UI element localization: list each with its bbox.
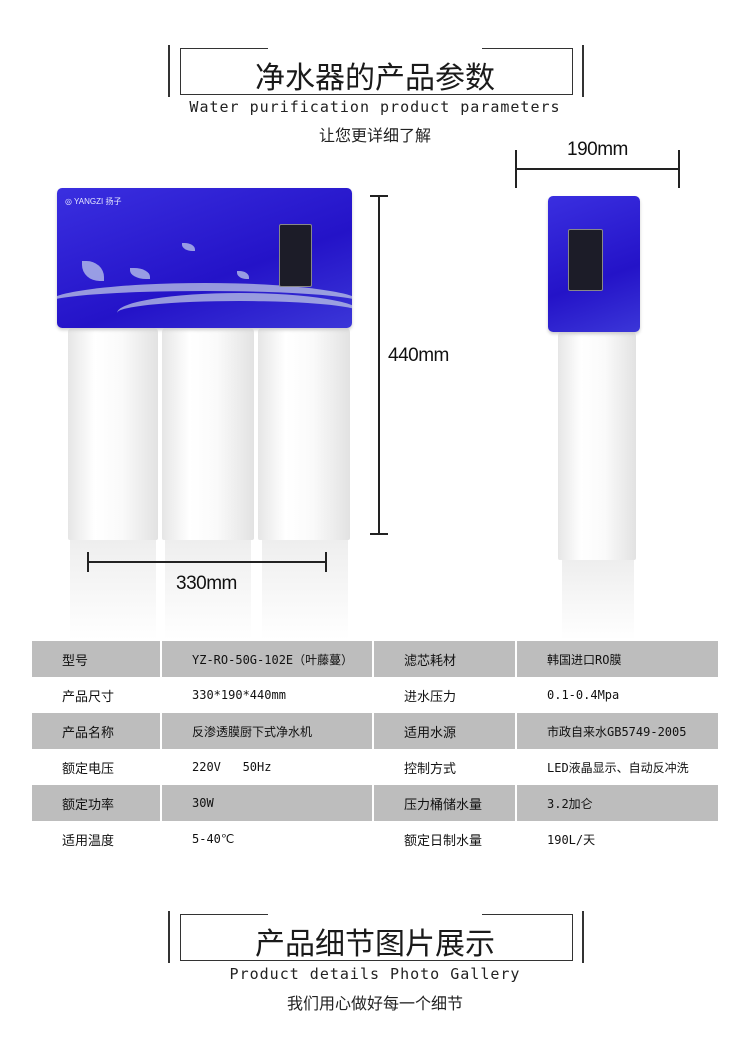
section-title: 产品细节图片展示 bbox=[255, 927, 495, 962]
section-subtitle-cn: 让您更详细了解 bbox=[318, 126, 431, 145]
spec-label: 产品尺寸 bbox=[62, 689, 115, 705]
brand-heading: WATER PURIFIER bbox=[0, 29, 750, 56]
spec-value: 3.2加仑 bbox=[517, 785, 718, 821]
table-row: 产品名称反渗透膜厨下式净水机适用水源市政自来水GB5749-2005 bbox=[32, 713, 718, 749]
filter-cartridge bbox=[162, 328, 254, 540]
table-row: 额定电压 220V 50Hz 控制方式 LED液晶显示、自动反冲洗 bbox=[32, 749, 718, 785]
filter-cartridge bbox=[558, 332, 636, 560]
spec-value: 0.1-0.4Mpa bbox=[547, 688, 620, 702]
title-bar-left bbox=[168, 45, 170, 97]
spec-label: 额定电压 bbox=[62, 761, 115, 777]
spec-label: 滤芯耗材 bbox=[374, 641, 515, 677]
spec-value: 韩国进口RO膜 bbox=[517, 641, 718, 677]
spec-value: 反渗透膜厨下式净水机 bbox=[162, 713, 372, 749]
spec-label: 适用水源 bbox=[374, 713, 515, 749]
spec-value: YZ-RO-50G-102E（叶藤蔓） bbox=[162, 641, 372, 677]
table-row: 产品尺寸 330*190*440mm 进水压力 0.1-0.4Mpa bbox=[32, 677, 718, 713]
brand-heading: WATER PURIFIER bbox=[0, 895, 750, 922]
filter-cartridge bbox=[68, 328, 158, 540]
title-bar-right bbox=[582, 45, 584, 97]
spec-value: 330*190*440mm bbox=[192, 688, 286, 702]
section-title: 净水器的产品参数 bbox=[255, 61, 495, 96]
depth-dimension-label: 190mm bbox=[567, 139, 628, 160]
lcd-display bbox=[568, 229, 603, 291]
spec-label: 压力桶储水量 bbox=[374, 785, 515, 821]
spec-value: 市政自来水GB5749-2005 bbox=[517, 713, 718, 749]
spec-value: 30W bbox=[162, 785, 372, 821]
spec-value: 5-40℃ bbox=[192, 832, 235, 846]
section-subtitle-cn: 我们用心做好每一个细节 bbox=[286, 994, 463, 1013]
spec-label: 额定功率 bbox=[32, 785, 160, 821]
spec-label: 额定日制水量 bbox=[404, 833, 483, 849]
spec-value: 220V 50Hz bbox=[192, 760, 272, 774]
width-dimension-line bbox=[87, 561, 327, 563]
spec-label: 控制方式 bbox=[404, 761, 457, 777]
spec-label: 型号 bbox=[32, 641, 160, 677]
height-dimension-label: 440mm bbox=[388, 345, 449, 366]
filter-cartridge bbox=[258, 328, 350, 540]
lcd-display bbox=[279, 224, 312, 287]
spec-label: 产品名称 bbox=[32, 713, 160, 749]
spec-value: LED液晶显示、自动反冲洗 bbox=[547, 760, 689, 775]
brand-logo: ◎ YANGZI 扬子 bbox=[65, 197, 122, 206]
table-row: 适用温度 5-40℃ 额定日制水量 190L/天 bbox=[32, 821, 718, 857]
spec-value: 190L/天 bbox=[547, 832, 596, 847]
spec-label: 适用温度 bbox=[62, 833, 115, 849]
section-subtitle-en: Product details Photo Gallery bbox=[229, 965, 521, 983]
title-bar-right bbox=[582, 911, 584, 963]
control-panel: ◎ YANGZI 扬子 bbox=[57, 188, 352, 328]
section-subtitle-en: Water purification product parameters bbox=[189, 98, 561, 116]
width-dimension-label: 330mm bbox=[176, 573, 237, 594]
control-panel bbox=[548, 196, 640, 332]
height-dimension-line bbox=[378, 195, 380, 535]
spec-label: 进水压力 bbox=[404, 689, 457, 705]
depth-dimension-line bbox=[515, 168, 680, 170]
title-bar-left bbox=[168, 911, 170, 963]
